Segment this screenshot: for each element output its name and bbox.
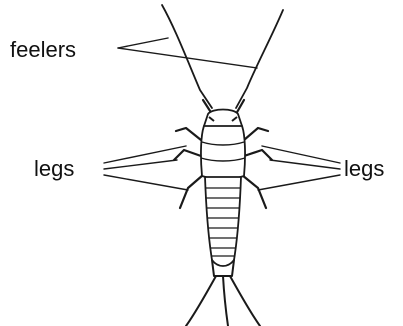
feelers-pointer-upper <box>118 38 168 48</box>
right-hind-leg <box>242 175 266 208</box>
cercus-middle <box>223 276 228 326</box>
left-hind-leg <box>180 175 203 208</box>
right-legs <box>242 128 272 208</box>
right-leg-pointer-3 <box>258 175 340 190</box>
cercus-right <box>230 276 260 326</box>
left-leg-pointers <box>104 146 188 190</box>
left-feeler <box>162 5 212 108</box>
insect-abdomen <box>205 177 241 266</box>
label-legs-right: legs <box>344 156 384 181</box>
cercus-left <box>186 276 216 326</box>
feelers-pointer-lower <box>118 48 257 68</box>
right-front-leg <box>244 128 268 140</box>
left-middle-leg <box>174 150 201 160</box>
label-legs-left: legs <box>34 156 74 181</box>
right-middle-leg <box>244 150 272 160</box>
feelers-pointers <box>118 38 257 68</box>
right-feeler <box>236 10 283 108</box>
insect-tail <box>186 260 260 326</box>
left-legs <box>174 128 203 208</box>
label-feelers: feelers <box>10 37 76 62</box>
right-leg-pointers <box>258 146 340 190</box>
left-leg-pointer-3 <box>104 175 188 190</box>
insect-thorax <box>201 126 245 179</box>
left-front-leg <box>176 128 201 140</box>
